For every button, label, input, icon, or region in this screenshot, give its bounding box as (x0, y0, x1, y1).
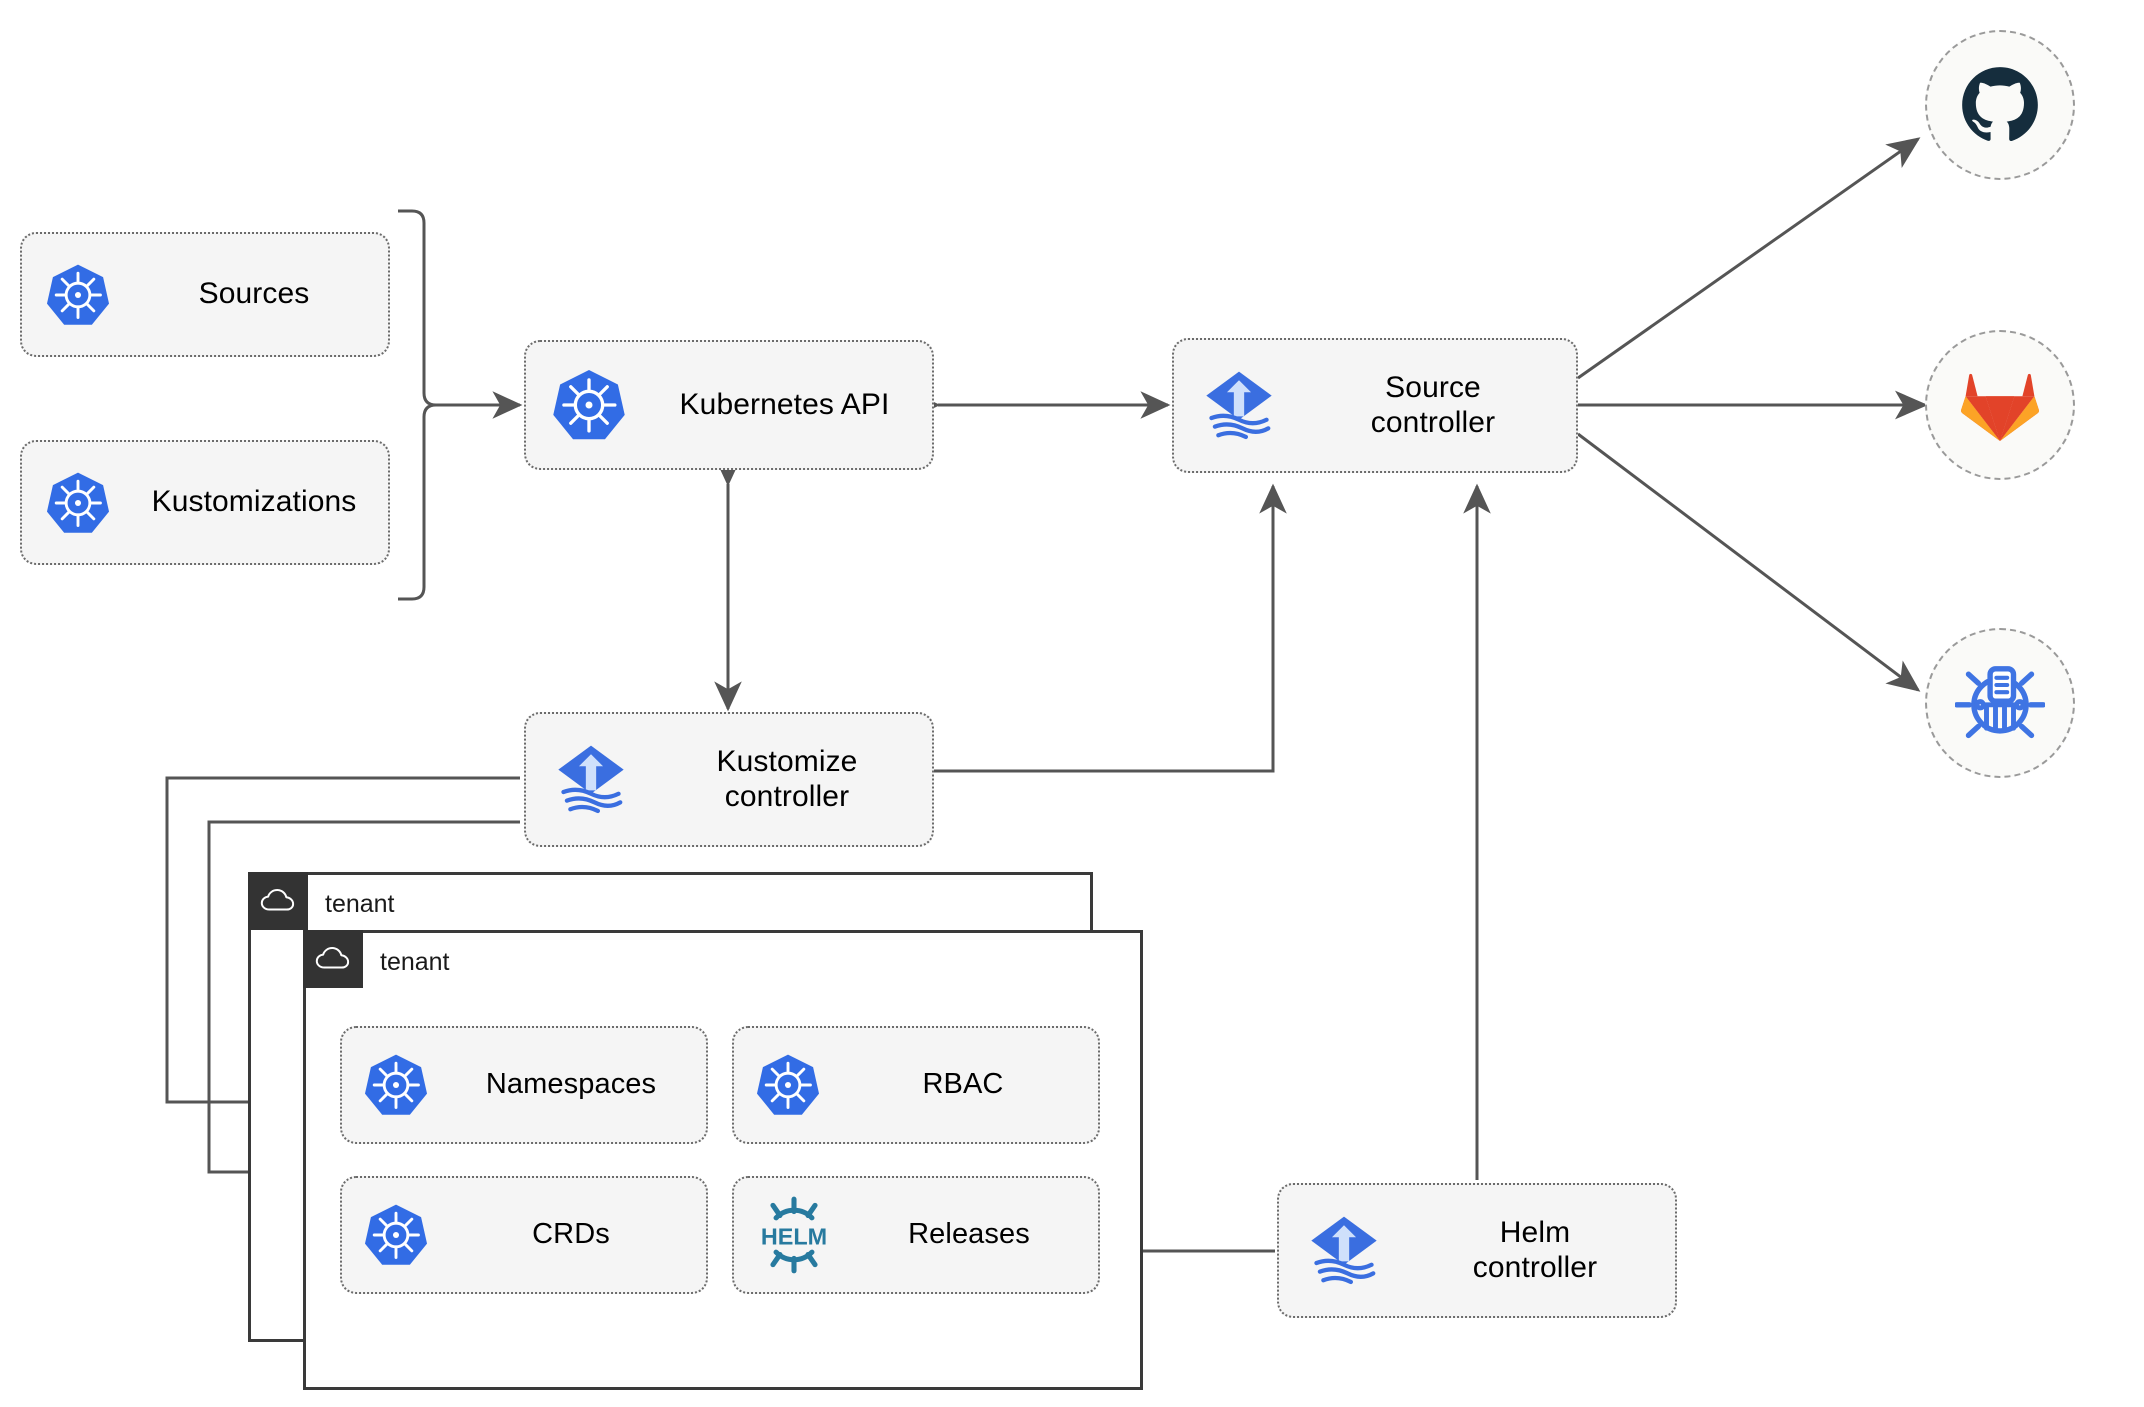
flux-icon (526, 737, 656, 823)
kubernetes-icon (22, 470, 134, 536)
svg-text:HELM: HELM (761, 1223, 827, 1249)
node-label: Namespaces (485, 1068, 657, 1101)
node-kubernetes-api[interactable]: Kubernetes API (524, 340, 934, 470)
tenant-label-1: tenant (325, 889, 395, 918)
flux-icon (1279, 1208, 1409, 1294)
node-label: Helm controller (1472, 1215, 1598, 1284)
node-label: Kustomize controller (716, 744, 858, 813)
provider-gitlab[interactable] (1925, 330, 2075, 480)
tenant-container-2[interactable]: tenant (303, 930, 1143, 1390)
flux-icon (1174, 363, 1304, 449)
kubernetes-icon (526, 367, 651, 443)
node-label: Releases (908, 1218, 1030, 1251)
tenant-tab-2 (303, 930, 363, 988)
provider-helm-repository[interactable] (1925, 628, 2075, 778)
gitlab-icon (1961, 373, 2039, 441)
node-source-controller[interactable]: Source controller (1172, 338, 1578, 473)
node-label: Kubernetes API (679, 387, 890, 421)
node-kustomize-controller[interactable]: Kustomize controller (524, 712, 934, 847)
sources-bracket (398, 209, 437, 601)
node-sources[interactable]: Sources (20, 232, 390, 357)
wire-source-bucket (1577, 432, 1921, 692)
node-rbac[interactable]: RBAC (732, 1026, 1100, 1144)
node-kustomizations[interactable]: Kustomizations (20, 440, 390, 565)
kubernetes-icon (734, 1052, 842, 1118)
cloud-icon (315, 947, 350, 969)
wire-source-github (1577, 137, 1921, 380)
node-label: RBAC (922, 1068, 1004, 1101)
helm-logo-icon: HELM (734, 1196, 854, 1274)
node-helm-controller[interactable]: Helm controller (1277, 1183, 1677, 1318)
kubernetes-icon (22, 262, 134, 328)
node-crds[interactable]: CRDs (340, 1176, 708, 1294)
github-icon (1962, 67, 2038, 142)
provider-github[interactable] (1925, 30, 2075, 180)
tenant-tab-1 (248, 872, 308, 930)
kubernetes-icon (342, 1202, 450, 1268)
node-releases[interactable]: HELM Releases (732, 1176, 1100, 1294)
kubernetes-icon (342, 1052, 450, 1118)
node-namespaces[interactable]: Namespaces (340, 1026, 708, 1144)
node-label: Sources (198, 277, 310, 311)
tenant-label-2: tenant (380, 947, 450, 976)
wire-kustomize-source (934, 483, 1287, 773)
node-label: CRDs (532, 1218, 610, 1251)
node-label: Source controller (1370, 370, 1496, 439)
helm-repository-icon (1955, 666, 2045, 739)
cloud-icon (260, 889, 295, 911)
node-label: Kustomizations (151, 485, 357, 519)
